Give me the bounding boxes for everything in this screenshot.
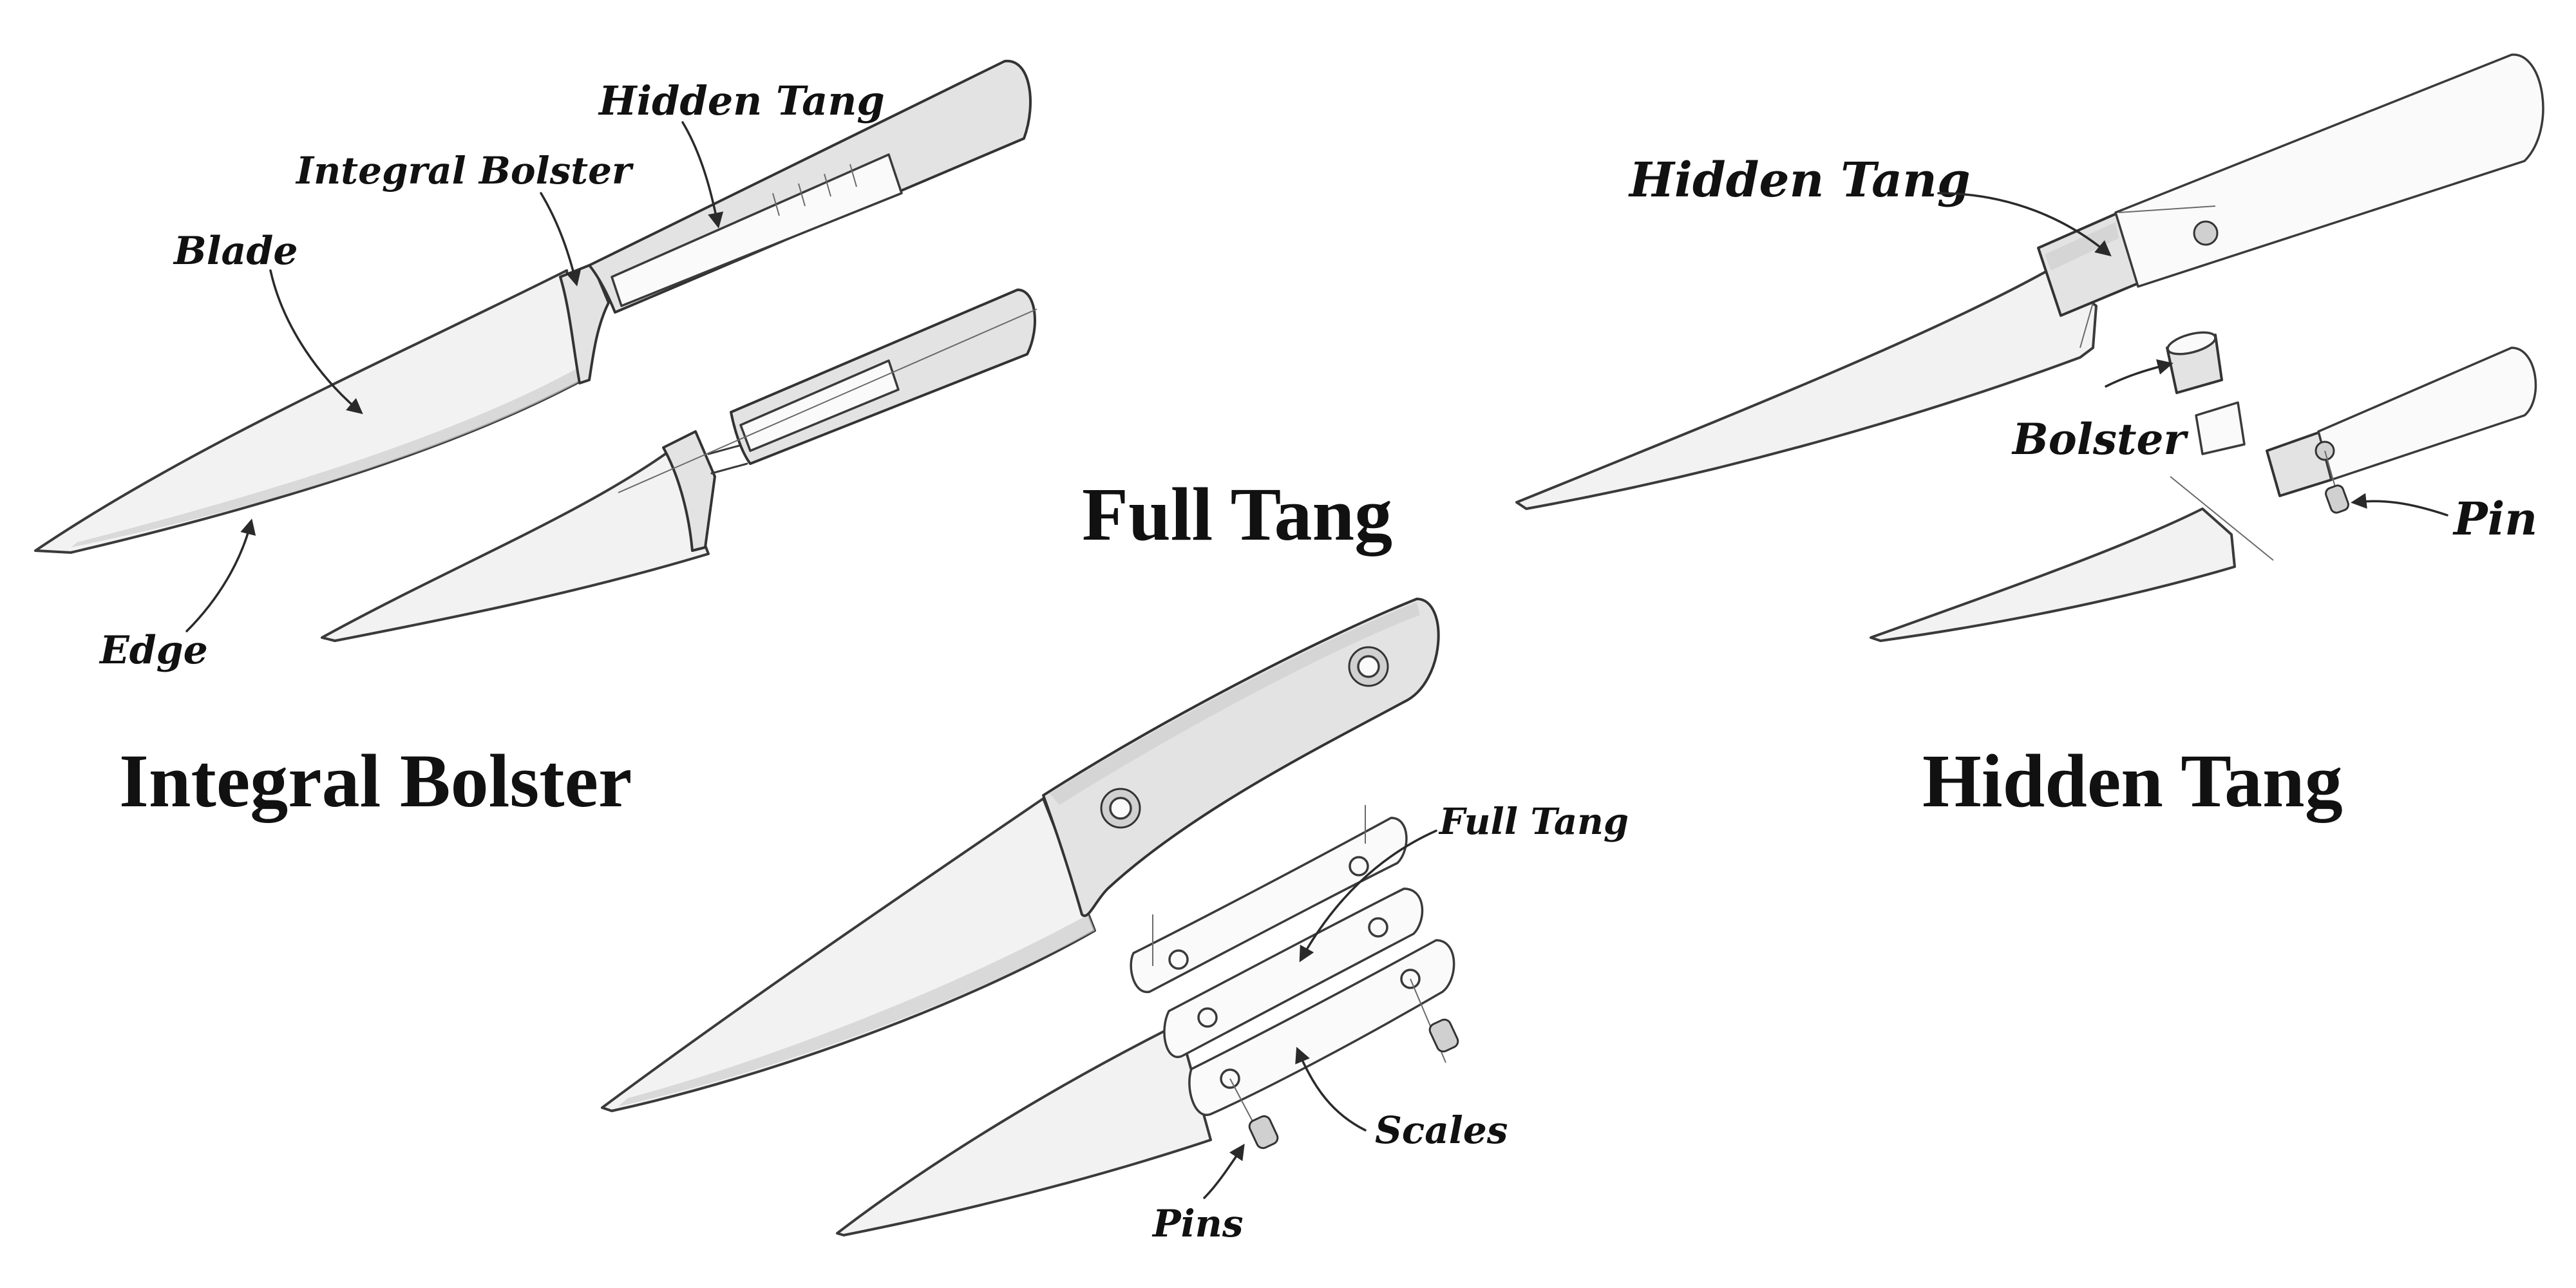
fulltang-scale-back bbox=[1130, 817, 1408, 993]
integral-bolster-illustration: Hidden Tang Integral Bolster Blade Edge bbox=[34, 59, 1037, 673]
callout-hidden-tang-right: Hidden Tang bbox=[1628, 153, 1971, 208]
integral-hidden-tang-window bbox=[611, 153, 903, 307]
heading-integral-bolster: Integral Bolster bbox=[119, 739, 632, 823]
fulltang-scale-front bbox=[1188, 939, 1455, 1117]
fulltang-tang bbox=[1163, 887, 1424, 1059]
integral-small-blade bbox=[321, 450, 710, 642]
hidden-tang-illustration: Hidden Tang Bolster Pin bbox=[1515, 53, 2544, 642]
callout-blade: Blade bbox=[173, 229, 298, 274]
fulltang-large-pins bbox=[1100, 646, 1389, 829]
callout-full-tang: Full Tang bbox=[1438, 800, 1629, 843]
callout-hidden-tang: Hidden Tang bbox=[598, 77, 885, 124]
hiddentang-pin bbox=[2324, 450, 2349, 514]
integral-small-bolster bbox=[662, 430, 716, 552]
fulltang-large-handle bbox=[1042, 598, 1440, 917]
callout-integral-bolster: Integral Bolster bbox=[295, 149, 634, 193]
fulltang-loose-pins bbox=[1229, 978, 1459, 1150]
callout-bolster: Bolster bbox=[2011, 414, 2189, 464]
callout-edge: Edge bbox=[99, 628, 208, 673]
hiddentang-large-blade bbox=[1515, 269, 2098, 510]
heading-hidden-tang: Hidden Tang bbox=[1922, 739, 2343, 823]
callout-pins: Pins bbox=[1151, 1202, 1243, 1245]
hiddentang-bolster-ring bbox=[2195, 401, 2246, 455]
hiddentang-small-handle bbox=[2317, 346, 2537, 481]
callout-scales: Scales bbox=[1375, 1108, 1508, 1152]
integral-tang-ridges bbox=[772, 164, 857, 216]
full-tang-illustration: Full Tang Scales Pins bbox=[601, 598, 1629, 1245]
integral-bolster-shape bbox=[559, 263, 610, 384]
callout-pin: Pin bbox=[2452, 492, 2537, 545]
hiddentang-large-handle bbox=[2114, 53, 2544, 288]
heading-full-tang: Full Tang bbox=[1082, 472, 1392, 556]
fulltang-small-blade bbox=[836, 1023, 1212, 1236]
hiddentang-small-blade bbox=[1870, 507, 2236, 642]
